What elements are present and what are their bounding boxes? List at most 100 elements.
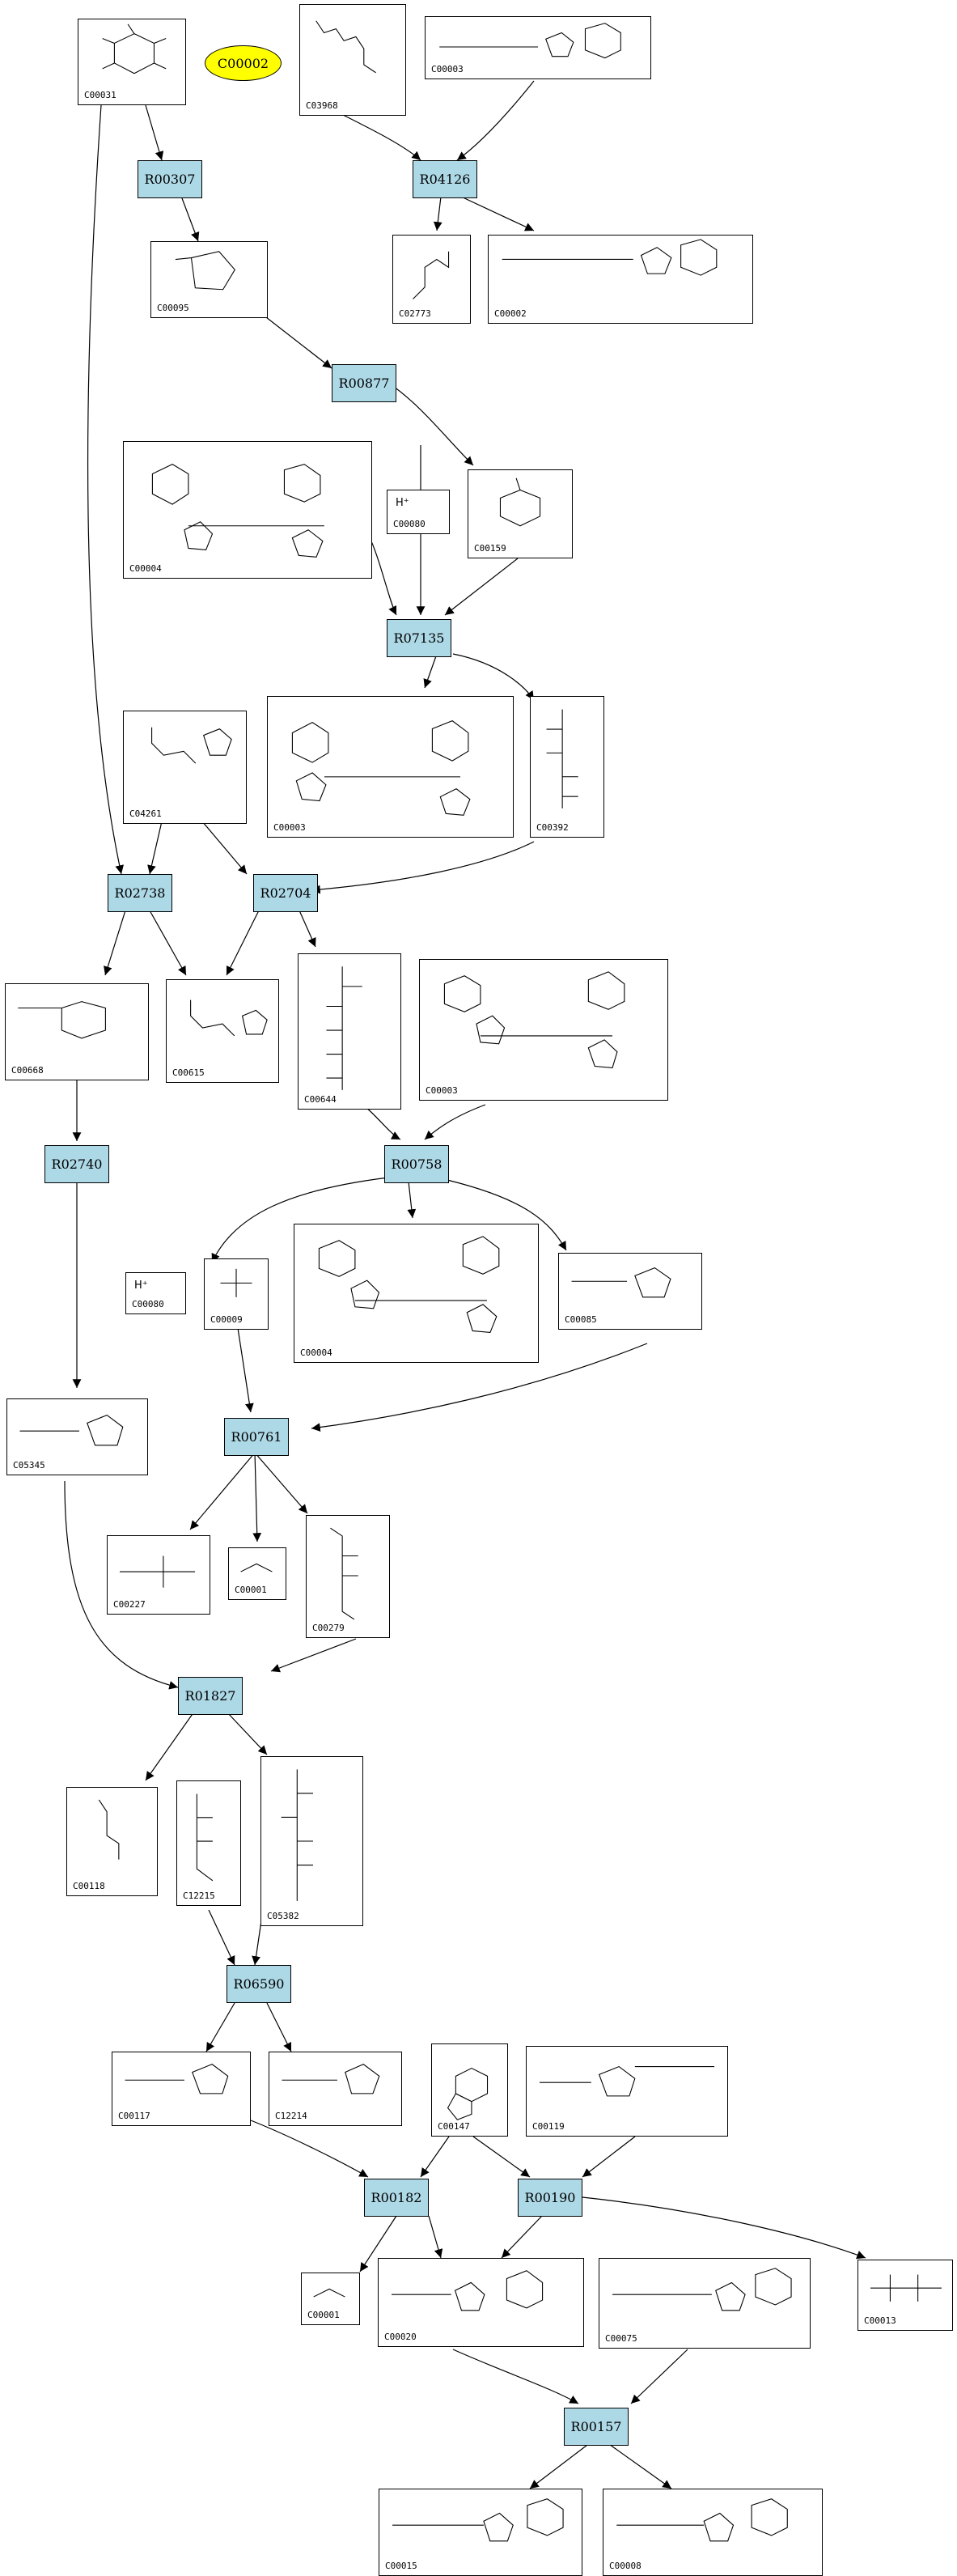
reaction-node[interactable]: R00758	[384, 1145, 449, 1183]
reaction-node[interactable]: R06590	[227, 1965, 291, 2003]
reaction-label: R00182	[371, 2190, 422, 2205]
compound-box[interactable]: C00003	[267, 696, 514, 838]
compound-id: C00004	[129, 563, 162, 574]
edge	[367, 533, 397, 616]
compound-box[interactable]: C00004	[294, 1224, 539, 1363]
reaction-label: R00190	[524, 2190, 576, 2205]
edge	[407, 1181, 417, 1219]
compound-box[interactable]: C00015	[379, 2489, 582, 2576]
structure-small-icon	[120, 1555, 196, 1588]
structure-furanose-icon	[175, 251, 235, 291]
structure-purine-icon	[447, 2067, 489, 2120]
reaction-node[interactable]: R04126	[413, 160, 477, 198]
edge	[104, 910, 126, 976]
compound-box[interactable]: C00392	[530, 696, 604, 838]
structure-hexose-icon	[499, 477, 541, 527]
compound-box[interactable]: C00002	[488, 235, 753, 324]
edge	[201, 821, 248, 875]
compound-box[interactable]: C00020	[378, 2258, 584, 2347]
reaction-node[interactable]: R00877	[332, 364, 396, 402]
edge	[460, 196, 535, 231]
reaction-label: R00307	[144, 172, 196, 187]
compound-id: C00147	[438, 2121, 470, 2132]
edge	[181, 197, 200, 242]
compound-box[interactable]: H⁺ C00080	[387, 490, 450, 534]
reaction-node[interactable]: R07135	[387, 619, 451, 657]
reaction-label: R06590	[233, 1976, 285, 1992]
edge	[423, 653, 438, 689]
edge	[606, 2442, 672, 2489]
edge	[299, 910, 316, 948]
compound-box[interactable]: C00003	[425, 16, 651, 79]
compound-box[interactable]: C00119	[526, 2046, 728, 2137]
highlight-compound[interactable]: C00002	[205, 45, 282, 81]
compound-box[interactable]: C00031	[78, 19, 186, 105]
compound-box[interactable]: C00118	[66, 1787, 158, 1896]
compound-box[interactable]: C02773	[392, 235, 471, 324]
compound-box[interactable]: C00117	[112, 2052, 251, 2126]
compound-box[interactable]: C03968	[299, 4, 406, 116]
reaction-node[interactable]: R00190	[518, 2179, 582, 2217]
compound-box[interactable]: C00147	[431, 2043, 508, 2137]
compound-id: C00119	[532, 2121, 565, 2132]
edge	[258, 311, 332, 369]
compound-box[interactable]: C00095	[150, 241, 268, 318]
structure-phosphate-icon	[220, 1268, 252, 1297]
edge	[582, 2196, 866, 2260]
compound-box[interactable]: C00075	[599, 2258, 811, 2349]
reaction-node[interactable]: R02738	[108, 874, 172, 912]
reaction-node[interactable]: R00761	[224, 1418, 289, 1456]
reaction-label: R07135	[393, 630, 445, 646]
compound-id: C05382	[267, 1911, 299, 1921]
compound-box[interactable]: C00279	[306, 1515, 390, 1638]
compound-id: C00004	[300, 1347, 332, 1358]
compound-box[interactable]: C00004	[123, 441, 372, 579]
structure-chain-icon	[413, 251, 450, 299]
structure-chain-icon	[330, 1527, 358, 1620]
edge	[211, 1177, 389, 1263]
reaction-node[interactable]: R02704	[253, 874, 318, 912]
compound-box[interactable]: C00008	[603, 2489, 823, 2576]
compound-box[interactable]: C12215	[176, 1780, 241, 1906]
compound-box[interactable]: C00003	[419, 959, 668, 1101]
compound-box[interactable]: C04261	[123, 711, 247, 824]
reaction-label: R00877	[338, 376, 390, 391]
edge	[501, 2215, 543, 2259]
reaction-node[interactable]: R00182	[364, 2179, 429, 2217]
edge	[452, 2349, 579, 2404]
compound-box[interactable]: C00009	[204, 1258, 269, 1330]
edge	[582, 2136, 636, 2178]
reaction-label: R04126	[419, 172, 471, 187]
compound-box[interactable]: C00001	[301, 2273, 360, 2325]
compound-id: C12214	[275, 2111, 307, 2121]
compound-box[interactable]: C00644	[298, 953, 401, 1110]
compound-box[interactable]: C05382	[260, 1756, 363, 1926]
structure-nucleotide-icon	[151, 464, 324, 558]
structure-furanose-icon	[282, 2064, 380, 2094]
compound-box[interactable]: C00159	[468, 469, 573, 558]
reaction-node[interactable]: R01827	[178, 1677, 243, 1715]
compound-box[interactable]: C05345	[6, 1398, 148, 1475]
compound-id: C03968	[306, 100, 338, 111]
edge	[420, 2136, 450, 2178]
structure-furanose-icon	[19, 1414, 124, 1446]
compound-id: C00031	[84, 90, 116, 100]
compound-box[interactable]: C12214	[269, 2052, 402, 2126]
compound-box[interactable]: C00013	[857, 2260, 953, 2331]
structure-nucleotide-icon	[291, 720, 471, 816]
compound-box[interactable]: C00615	[166, 979, 279, 1083]
compound-box[interactable]: H⁺ C00080	[125, 1272, 186, 1314]
compound-box[interactable]: C00001	[228, 1547, 286, 1600]
compound-id: C00095	[157, 303, 189, 313]
compound-box[interactable]: C00085	[558, 1253, 702, 1330]
compound-id: C00392	[536, 822, 569, 833]
compound-box[interactable]: C00227	[107, 1535, 210, 1615]
reaction-node[interactable]: R00307	[138, 160, 202, 198]
reaction-node[interactable]: R00157	[564, 2408, 629, 2446]
edge	[444, 558, 519, 616]
compound-box[interactable]: C00668	[5, 983, 149, 1080]
reaction-node[interactable]: R02740	[44, 1145, 109, 1183]
structure-nucleotide-icon	[318, 1236, 500, 1334]
structure-chain-icon	[196, 1793, 214, 1882]
